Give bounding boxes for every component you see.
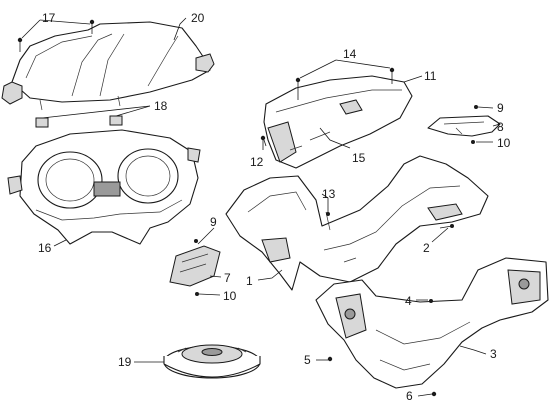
- screw-17-right: [89, 19, 95, 34]
- callout-14: 14: [343, 47, 357, 61]
- callout-7: 7: [224, 271, 231, 285]
- instrument-cover-part: [1, 21, 215, 111]
- callout-13: 13: [322, 187, 336, 201]
- screw-17-left: [17, 37, 23, 52]
- callout-18: 18: [154, 99, 168, 113]
- screw-14-left: [295, 77, 301, 100]
- callout-labels: 17 20 18 14 11 9 8 10 12 15 13 16 9 7 10…: [38, 11, 511, 403]
- callout-3: 3: [490, 347, 497, 361]
- clip-part-left: [35, 117, 49, 128]
- bracket-7-part: [169, 239, 221, 296]
- screw-12: [260, 135, 266, 150]
- callout-8: 8: [497, 120, 504, 134]
- callout-10b: 10: [223, 289, 237, 303]
- handlebar-rear-cover-part: [263, 75, 413, 169]
- callout-4: 4: [405, 294, 412, 308]
- callout-2: 2: [423, 241, 430, 255]
- callout-1: 1: [246, 274, 253, 288]
- handlebar-front-cover-part: [225, 155, 489, 291]
- screw-2: [439, 224, 454, 229]
- instrument-housing-part: [7, 129, 201, 245]
- leader-lines: [21, 17, 501, 397]
- callout-11: 11: [424, 69, 437, 83]
- callout-5: 5: [304, 353, 311, 367]
- callout-12: 12: [250, 155, 264, 169]
- callout-15: 15: [352, 151, 366, 165]
- screw-13: [326, 198, 330, 216]
- handlebar-lower-cover-part: [315, 257, 549, 389]
- screw-6: [431, 391, 437, 397]
- callout-16: 16: [38, 241, 52, 255]
- screw-4: [429, 299, 433, 303]
- callout-9b: 9: [210, 215, 217, 229]
- screw-5: [327, 356, 333, 362]
- callout-10a: 10: [497, 136, 511, 150]
- callout-20: 20: [191, 11, 205, 25]
- callout-6: 6: [406, 389, 413, 403]
- clip-part-right: [109, 115, 123, 126]
- callout-19: 19: [118, 355, 132, 369]
- bracket-8-part: [427, 105, 501, 144]
- callout-9a: 9: [497, 101, 504, 115]
- screw-14-right: [389, 67, 395, 84]
- horn-cover-part: [163, 344, 261, 379]
- callout-17: 17: [42, 11, 56, 25]
